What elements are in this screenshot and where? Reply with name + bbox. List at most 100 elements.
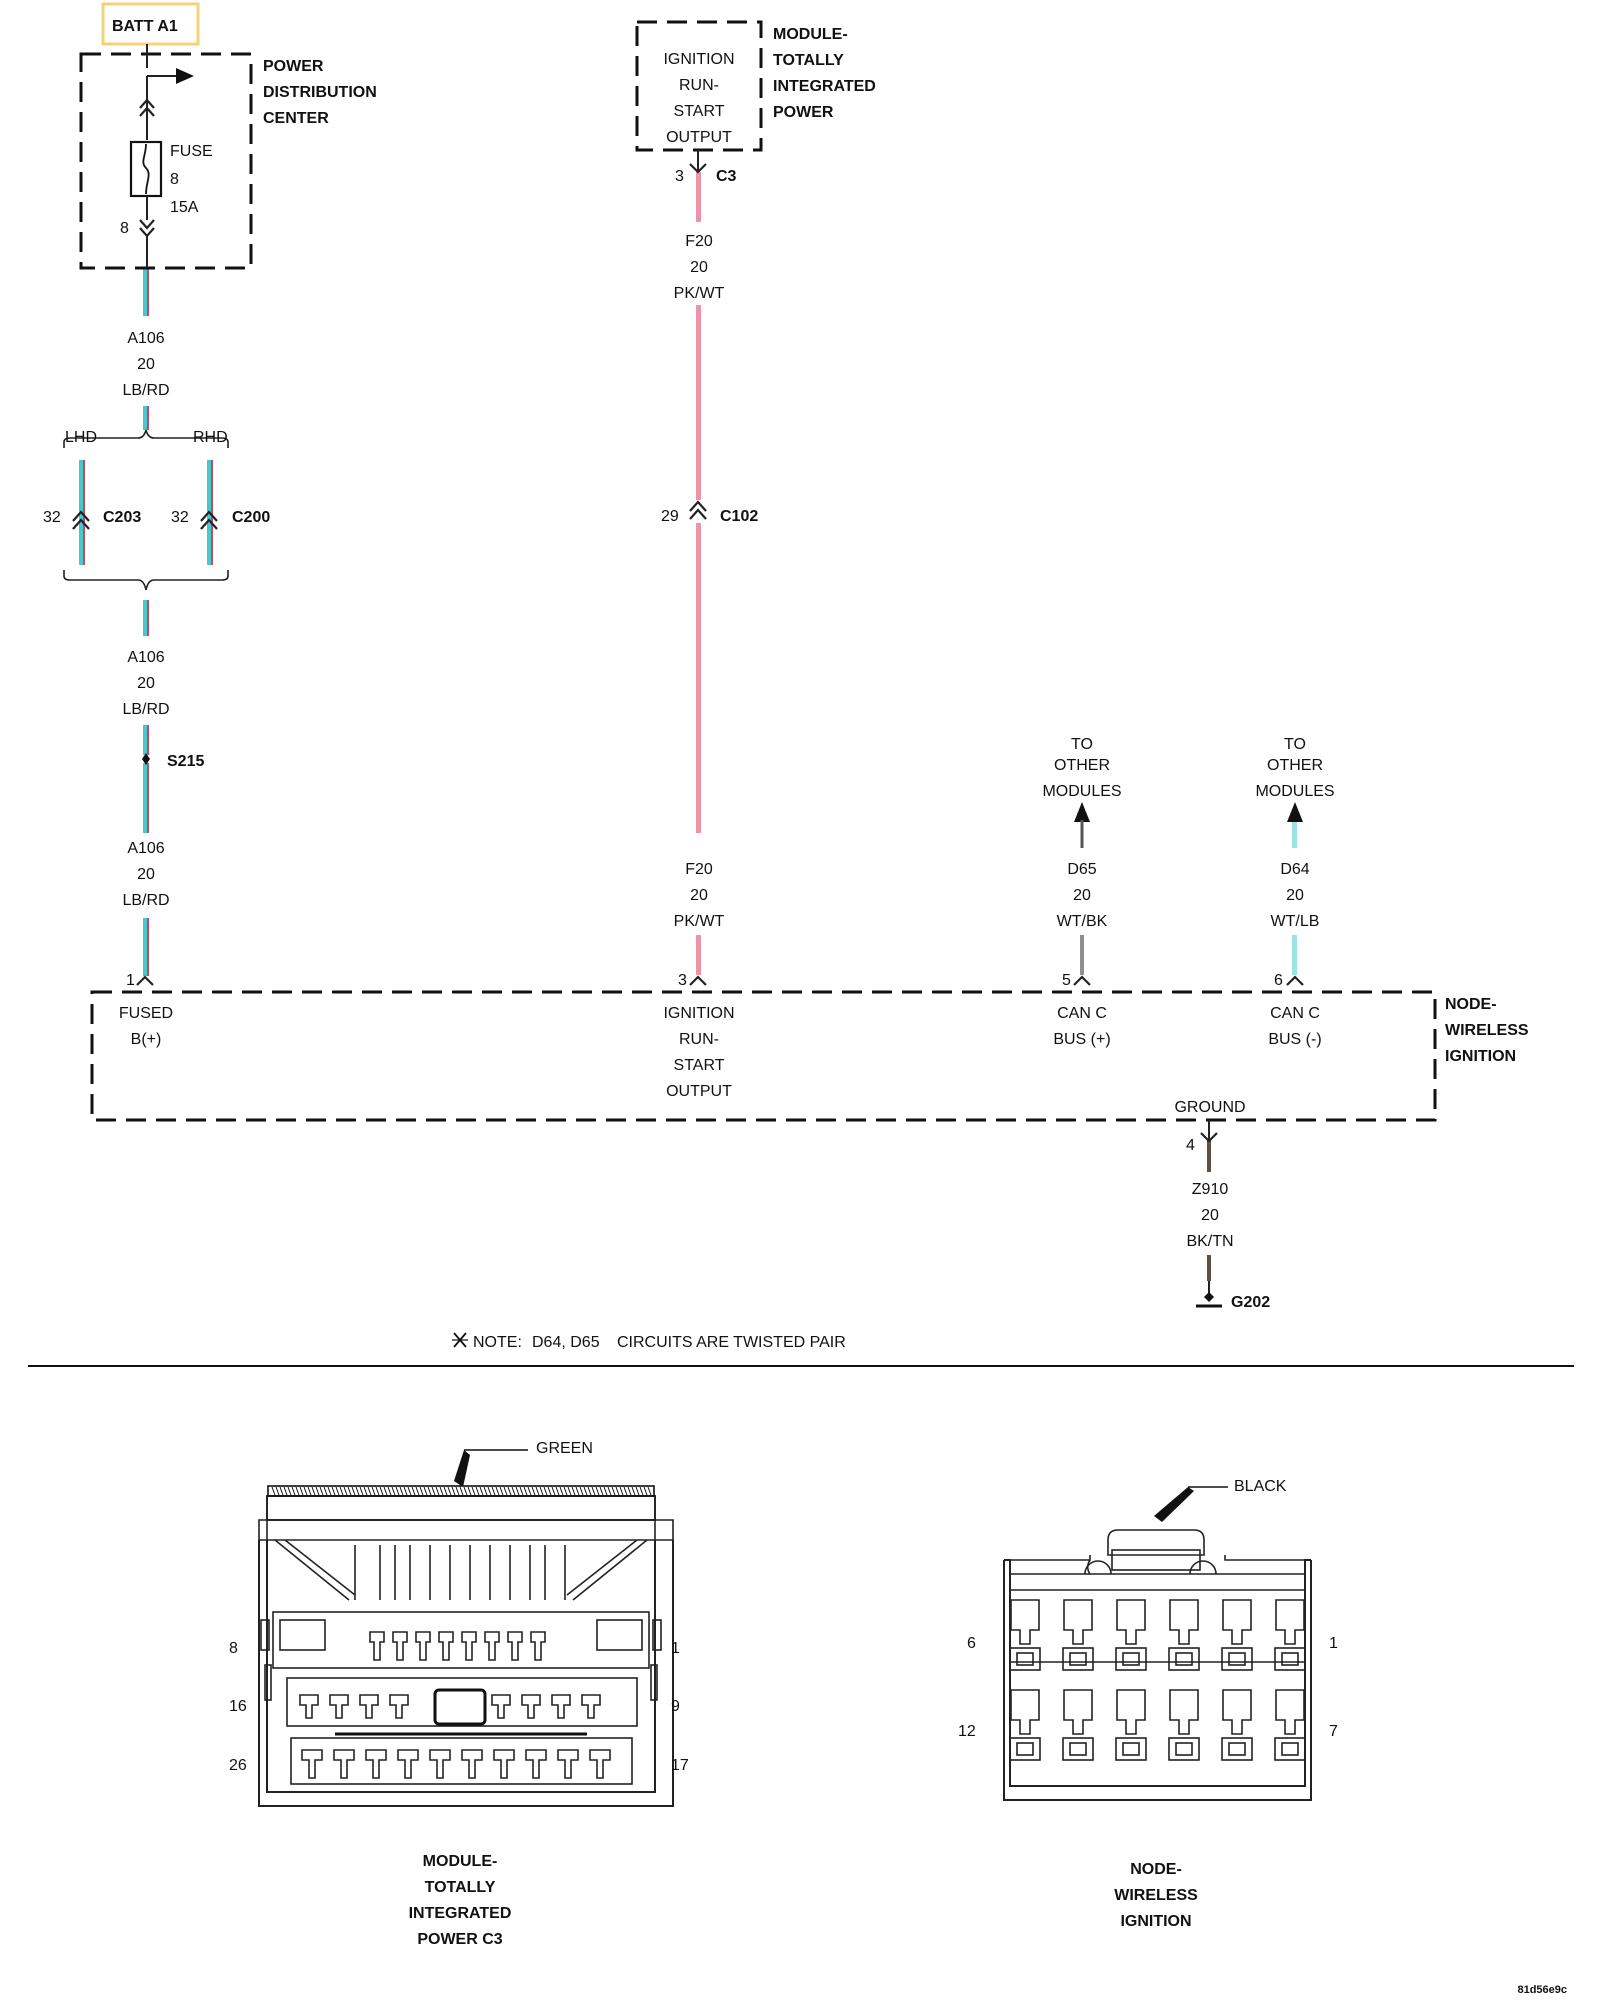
wim-terminal-inner (1228, 1742, 1246, 1756)
wire-f20-seg2 (696, 305, 701, 500)
wim-view-pin-bl: 12 (958, 1723, 976, 1740)
tipm-cavity (484, 1631, 500, 1661)
a106-label-2a: A106 (127, 649, 164, 666)
ground-icon (1196, 1281, 1222, 1308)
connector-c3-symbol (689, 150, 707, 174)
a106-label-3b: 20 (137, 866, 155, 883)
c203-name: C203 (103, 509, 141, 526)
tipm-output-1: IGNITION (663, 51, 734, 68)
document-id: 81d56e9c (1517, 1984, 1567, 1996)
wim-terminal-inner (1175, 1652, 1193, 1666)
d65-to-2: OTHER (1054, 757, 1110, 774)
pdc-internals (129, 44, 194, 268)
option-brace-bottom (63, 570, 229, 591)
wim-pin6-label-1: CAN C (1270, 1005, 1320, 1022)
wim-view-caption-1: NODE- (1130, 1861, 1182, 1878)
tipm-cavity (521, 1694, 541, 1719)
tipm-cavity (415, 1631, 431, 1661)
wim-pin3-label-4: OUTPUT (666, 1083, 732, 1100)
d64-label-c: WT/LB (1271, 913, 1320, 930)
wim-terminal-inner (1122, 1652, 1140, 1666)
wim-box (90, 990, 1437, 1122)
tipm-cavity (551, 1694, 571, 1719)
wim-cavity (1222, 1689, 1252, 1735)
wim-terminal (1009, 1647, 1041, 1671)
ground-g202-label: G202 (1231, 1294, 1270, 1311)
tipm-cavity (557, 1749, 579, 1779)
batt-tag (101, 2, 200, 46)
wim-cavity (1169, 1599, 1199, 1645)
wire-d65 (1080, 935, 1084, 975)
d64-to-3: MODULES (1255, 783, 1334, 800)
f20-label-2a: F20 (685, 861, 713, 878)
wim-cavity (1275, 1599, 1305, 1645)
a106-label-2b: 20 (137, 675, 155, 692)
wim-terminal (1009, 1737, 1041, 1761)
wim-view-pin-tr: 1 (1329, 1635, 1338, 1652)
wim-cavity (1010, 1689, 1040, 1735)
wim-pin3-label-3: START (674, 1057, 725, 1074)
wim-cavity (1063, 1599, 1093, 1645)
option-brace-top (63, 429, 229, 448)
wire-a106-seg6 (143, 918, 149, 976)
wim-terminal-inner (1228, 1652, 1246, 1666)
tipm-name-2: TOTALLY (773, 52, 844, 69)
wim-terminal-inner (1069, 1652, 1087, 1666)
d65-label-c: WT/BK (1057, 913, 1108, 930)
wire-d64-upper (1292, 818, 1297, 848)
f20-label-2c: PK/WT (674, 913, 725, 930)
tipm-cavity (461, 1631, 477, 1661)
wim-pin6-label-2: BUS (-) (1268, 1031, 1321, 1048)
a106-label-1a: A106 (127, 330, 164, 347)
note-circuits: D64, D65 (532, 1334, 600, 1351)
a106-label-3a: A106 (127, 840, 164, 857)
tipm-name-4: POWER (773, 104, 834, 121)
fuse-label-2: 8 (170, 171, 179, 188)
pdc-label-1: POWER (263, 58, 324, 75)
tipm-view-color: GREEN (536, 1440, 593, 1457)
tipm-output-2: RUN- (679, 77, 719, 94)
splice-s215-symbol (142, 753, 150, 765)
wim-terminal-inner (1281, 1652, 1299, 1666)
wim-terminal (1168, 1737, 1200, 1761)
tipm-view-pin-mr: 9 (671, 1698, 680, 1715)
wire-a106-seg1 (143, 268, 149, 316)
pdc-label-3: CENTER (263, 110, 329, 127)
wim-terminal (1274, 1647, 1306, 1671)
wim-ground-label: GROUND (1174, 1099, 1245, 1116)
wim-cavity (1116, 1689, 1146, 1735)
d65-label-b: 20 (1073, 887, 1091, 904)
f20-label-1b: 20 (690, 259, 708, 276)
tipm-cavity (299, 1694, 319, 1719)
tipm-cavity (392, 1631, 408, 1661)
tipm-view-caption-4: POWER C3 (417, 1931, 502, 1948)
tipm-cavity (329, 1694, 349, 1719)
d64-to-1: TO (1284, 736, 1306, 753)
tipm-cavity (359, 1694, 379, 1719)
tipm-view-pin-br: 17 (671, 1757, 689, 1774)
tipm-view-pin-tl: 8 (229, 1640, 238, 1657)
d65-arrow-icon (1074, 802, 1090, 822)
d65-label-a: D65 (1067, 861, 1096, 878)
rhd-label: RHD (193, 429, 228, 446)
note-prefix: NOTE: (473, 1334, 522, 1351)
wim-pin1-num: 1 (126, 972, 135, 989)
wim-pin1-label-1: FUSED (119, 1005, 173, 1022)
wim-pin3-label-1: IGNITION (663, 1005, 734, 1022)
tipm-view-pin-tr: 1 (671, 1640, 680, 1657)
wim-view-color: BLACK (1234, 1478, 1287, 1495)
wim-terminal-inner (1069, 1742, 1087, 1756)
c3-name: C3 (716, 168, 737, 185)
wire-f20-seg4 (696, 935, 701, 975)
wim-cavity (1116, 1599, 1146, 1645)
tipm-name-1: MODULE- (773, 26, 848, 43)
d64-to-2: OTHER (1267, 757, 1323, 774)
wim-cavity (1275, 1689, 1305, 1735)
wim-terminal-inner (1016, 1742, 1034, 1756)
c200-name: C200 (232, 509, 270, 526)
f20-label-2b: 20 (690, 887, 708, 904)
tipm-cavity (369, 1631, 385, 1661)
wim-terminal (1274, 1737, 1306, 1761)
z910-label-c: BK/TN (1186, 1233, 1233, 1250)
wim-terminal (1221, 1737, 1253, 1761)
